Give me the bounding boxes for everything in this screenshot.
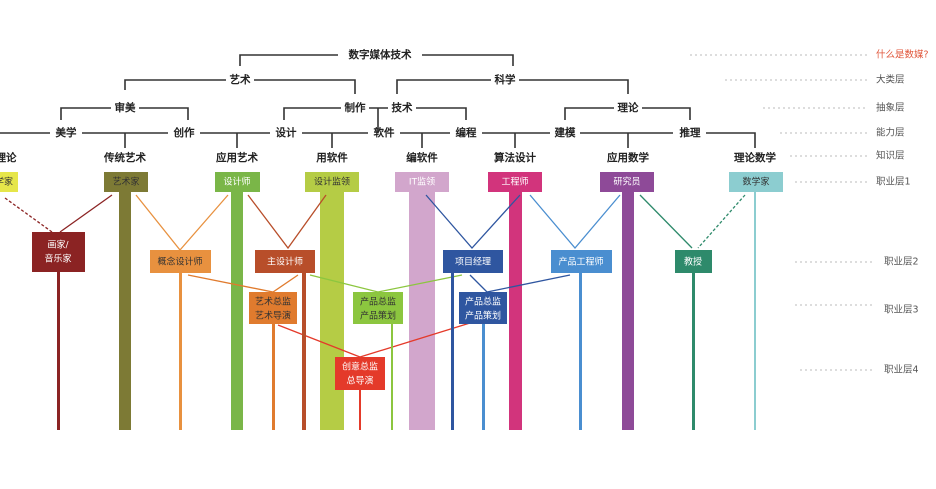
legend-layer: 能力层 (876, 127, 905, 139)
legend-question: 什么是数媒? (876, 49, 929, 61)
node-aesthetics-study: 美学 (56, 126, 77, 139)
career-art-director-2: 艺术导演 (255, 310, 291, 322)
node-modeling: 建模 (554, 126, 576, 139)
career-product-planner-tech: 产品策划 (465, 310, 501, 322)
career-product-director-tech: 产品总监 (465, 296, 501, 308)
career-lead-designer: 主设计师 (267, 256, 303, 268)
legend-layer: 知识层 (876, 150, 905, 162)
career-it-lead: IT监领 (409, 176, 435, 188)
career-artist: 艺术家 (112, 176, 139, 188)
career-painter: 画家/ (47, 239, 69, 251)
career-design-lead: 设计监领 (314, 176, 350, 188)
node-art: 艺术 (230, 73, 251, 86)
legend-layer: 职业层3 (884, 305, 919, 316)
career-level-3: 艺术总监 艺术导演 产品总监 产品策划 产品总监 产品策划 (249, 292, 507, 324)
knowledge-applied-math: 应用数学 (607, 151, 649, 164)
knowledge-write-software: 编软件 (406, 151, 438, 164)
node-creation: 创作 (173, 126, 195, 139)
career-mathematician: 数学家 (742, 176, 769, 188)
career-designer: 设计师 (223, 176, 250, 188)
career-level-2: 画家/ 音乐家 概念设计师 主设计师 项目经理 产品工程师 教授 (32, 232, 712, 273)
knowledge-use-software: 用软件 (315, 151, 348, 164)
career-musician: 音乐家 (44, 253, 71, 265)
knowledge-theory: 理论 (0, 151, 17, 164)
knowledge-algorithm: 算法设计 (494, 151, 536, 164)
career-product-director: 产品总监 (360, 296, 396, 308)
node-software: 软件 (374, 126, 395, 139)
node-design: 设计 (276, 126, 297, 139)
layer-guides (690, 54, 875, 371)
node-reasoning: 推理 (680, 126, 701, 139)
career-scholar: 学家 (0, 176, 13, 188)
career-professor: 教授 (684, 256, 702, 268)
legend-layer: 大类层 (876, 74, 905, 86)
career-creative-director: 创意总监 (342, 361, 378, 373)
tree-nodes: 数字媒体技术 艺术 科学 审美 制作 技术 理论 美学 创作 设计 软件 编程 … (0, 48, 776, 164)
career-project-manager: 项目经理 (455, 256, 491, 268)
node-programming: 编程 (456, 126, 477, 139)
career-level-4: 创意总监 总导演 (335, 357, 385, 390)
node-making: 制作 (345, 101, 366, 114)
career-chief-director: 总导演 (346, 375, 373, 387)
node-theory: 理论 (618, 101, 639, 114)
knowledge-theoretical-math: 理论数学 (734, 151, 776, 164)
career-verticals (57, 270, 695, 430)
career-product-planner: 产品策划 (360, 310, 396, 322)
career-engineer: 工程师 (501, 176, 528, 188)
knowledge-applied-art: 应用艺术 (216, 151, 258, 164)
career-concept-designer: 概念设计师 (157, 256, 202, 268)
node-science: 科学 (495, 73, 516, 86)
legend-layer: 抽象层 (876, 102, 905, 114)
node-technology: 技术 (392, 101, 413, 114)
career-art-director: 艺术总监 (255, 296, 291, 308)
career1-columns (119, 190, 756, 430)
legend-layer: 职业层1 (876, 177, 911, 188)
legend-layer: 职业层2 (884, 257, 919, 268)
root-node: 数字媒体技术 (348, 48, 412, 61)
knowledge-traditional-art: 传统艺术 (103, 151, 146, 164)
career-product-engineer: 产品工程师 (558, 256, 603, 268)
career-level-1: 学家 艺术家 设计师 设计监领 IT监领 工程师 研究员 数学家 (0, 172, 783, 192)
legend-layer: 职业层4 (884, 365, 919, 376)
career-researcher: 研究员 (613, 176, 640, 188)
node-aesthetics: 审美 (115, 101, 136, 114)
